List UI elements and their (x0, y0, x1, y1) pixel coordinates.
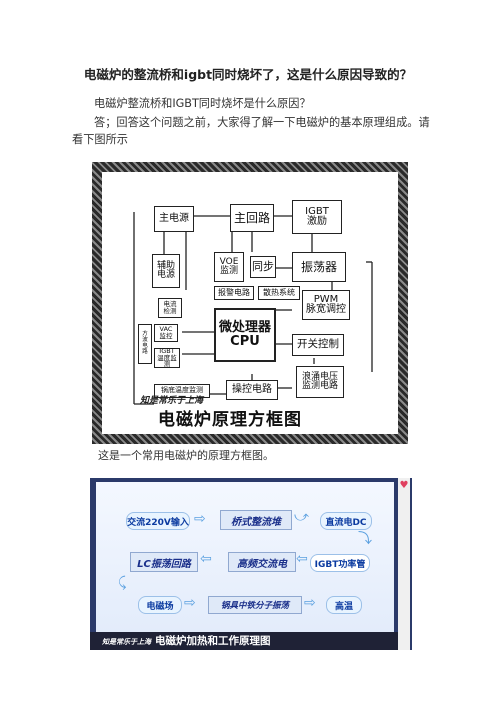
block-pan-temp: 锅底温度监测 (154, 384, 210, 398)
block-diagram-figure: 主电源 主回路 IGBT 激励 辅助 电源 VOE 监测 同步 振荡器 报警电路… (92, 162, 408, 444)
block-igbt-temp: IGBT 温度监测 (154, 347, 180, 368)
block-sync: 同步 (250, 256, 276, 278)
node-lc-loop: LC振荡回路 (130, 552, 198, 572)
block-mcu: 微处理器 CPU (214, 308, 276, 362)
diagram-canvas: 主电源 主回路 IGBT 激励 辅助 电源 VOE 监测 同步 振荡器 报警电路… (102, 172, 398, 434)
side-strip: ♥ (398, 478, 410, 650)
block-igbt-drive: IGBT 激励 (292, 200, 342, 234)
node-em-field: 电磁场 (138, 596, 182, 614)
arrow-right-icon-3: ⇨ (304, 595, 316, 611)
node-high-temp: 高温 (326, 596, 362, 614)
article-title: 电磁炉的整流桥和igbt同时烧坏了，这是什么原因导致的？ (83, 67, 413, 82)
block-main-circuit: 主回路 (230, 204, 274, 232)
curved-arrow-icon: ⤻ (294, 509, 309, 525)
flow-panel: 交流220V输入 ⇨ 桥式整流堆 ⤻ 直流电DC ⤵ LC振荡回路 ⇦ 高频交流… (96, 482, 394, 632)
block-current-detect: 电流 检测 (158, 298, 182, 318)
figure1-caption: 这是一个常用电磁炉的原理方框图。 (98, 449, 274, 462)
question-paragraph: 电磁炉整流桥和IGBT同时烧坏是什么原因？ (94, 97, 311, 110)
node-rectifier: 桥式整流堆 (220, 510, 292, 530)
block-pwm: PWM 脉宽调控 (302, 290, 350, 320)
block-aux-power: 辅助 电源 (152, 254, 180, 288)
block-voe-monitor: VOE 监测 (214, 252, 244, 282)
arrow-down-icon: ⤵ (358, 531, 372, 547)
node-hf-ac: 高频交流电 (228, 552, 296, 572)
diagram2-title-bar: 知是常乐于上海电磁炉加热和工作原理图 (90, 632, 398, 650)
diagram2-title: 知是常乐于上海电磁炉加热和工作原理图 (102, 633, 271, 648)
arrow-curve-down-icon: ⤹ (118, 575, 127, 591)
diagram2-title-text: 电磁炉加热和工作原理图 (155, 635, 271, 647)
arrow-right-icon: ⇨ (194, 511, 206, 527)
block-main-power: 主电源 (154, 206, 194, 232)
node-igbt-tube: IGBT功率管 (310, 554, 370, 572)
diagram2-signature: 知是常乐于上海 (102, 638, 151, 646)
connector-lines (133, 212, 373, 405)
answer-paragraph: 答；回答这个问题之前，大家得了解一下电磁炉的基本原理组成。请看下图所示 (72, 116, 430, 146)
diagram1-title: 电磁炉原理方框图 (158, 410, 302, 430)
heating-principle-figure: 交流220V输入 ⇨ 桥式整流堆 ⤻ 直流电DC ⤵ LC振荡回路 ⇦ 高频交流… (90, 478, 412, 650)
arrow-right-icon-2: ⇨ (184, 595, 196, 611)
node-dc: 直流电DC (320, 512, 372, 530)
block-control: 操控电路 (226, 380, 278, 400)
block-switch-control: 开关控制 (292, 334, 344, 356)
block-vac-monitor: VAC 监控 (154, 324, 178, 342)
heart-icon: ♥ (399, 480, 409, 491)
node-molecule: 锅具中铁分子振荡 (208, 596, 302, 614)
block-alarm: 报警电路 (214, 286, 254, 300)
block-surge: 浪涌电压 监测电路 (296, 366, 344, 398)
block-oscillator: 振荡器 (292, 252, 346, 282)
arrow-left-icon-2: ⇦ (296, 551, 308, 567)
block-square-wave: 方 波 电 路 (138, 324, 152, 364)
arrow-left-icon: ⇦ (200, 551, 212, 567)
diagram1-signature: 知是常乐于上海 (140, 396, 204, 406)
node-ac-input: 交流220V输入 (126, 512, 190, 530)
block-cooling: 散热系统 (258, 286, 300, 300)
